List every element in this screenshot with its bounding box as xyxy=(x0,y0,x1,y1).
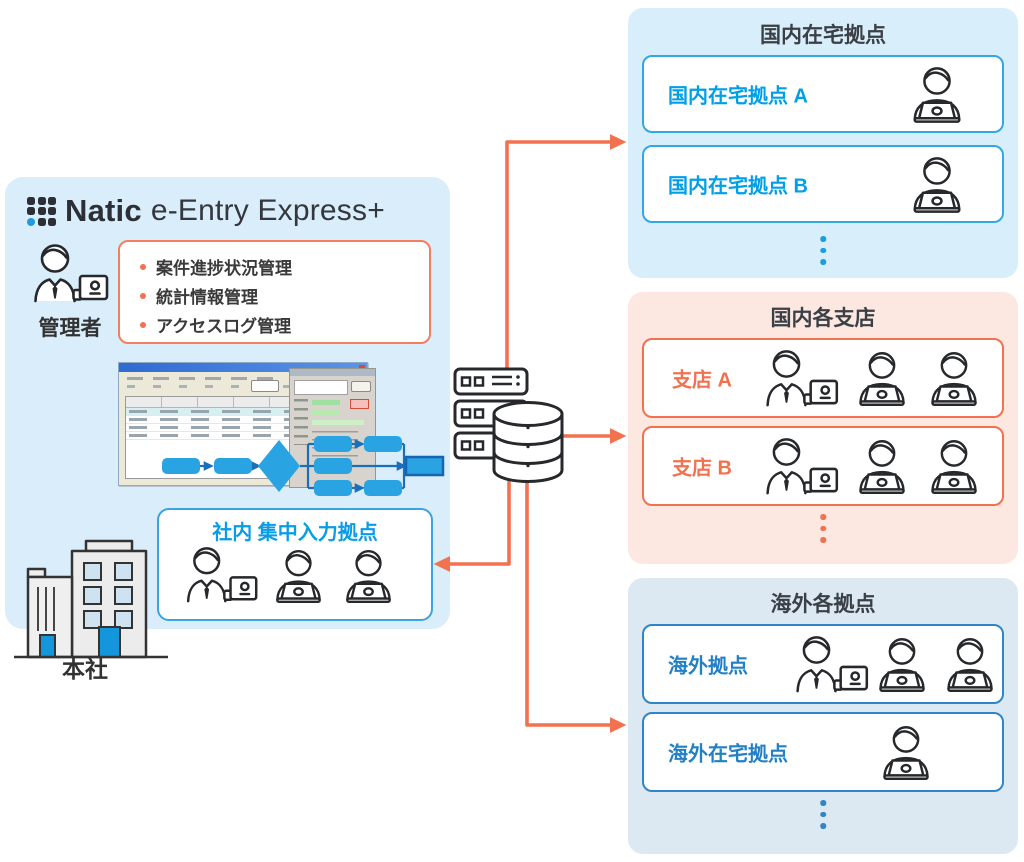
window-titlebar xyxy=(290,369,375,376)
ellipsis-dots xyxy=(820,800,826,829)
input-mock xyxy=(294,380,348,395)
brand-name: Natic xyxy=(65,193,142,228)
feature-item: 統計情報管理 xyxy=(140,281,429,310)
group-title: 海外各拠点 xyxy=(770,593,876,616)
worker-laptop-icon xyxy=(859,440,905,494)
site-box: 支店 A xyxy=(642,338,1004,418)
worker-laptop-icon xyxy=(931,440,977,494)
natic-logo-icon xyxy=(27,196,56,226)
table-row-mock xyxy=(126,408,360,416)
site-label: 国内在宅拠点 B xyxy=(668,175,808,198)
worker-laptop-icon xyxy=(346,550,391,603)
worker-desktop-icon xyxy=(766,438,839,495)
group-title: 国内各支店 xyxy=(770,307,876,330)
site-box: 海外在宅拠点 xyxy=(642,712,1004,792)
table-row-mock xyxy=(126,424,360,432)
site-box: 海外拠点 xyxy=(642,624,1004,704)
button-mock xyxy=(251,380,279,392)
building-label: 本社 xyxy=(62,656,108,682)
site-box: 国内在宅拠点 B xyxy=(642,145,1004,223)
window-titlebar xyxy=(119,363,367,372)
bullet-icon xyxy=(140,292,146,299)
worker-laptop-icon xyxy=(276,550,321,603)
admin-icon xyxy=(34,244,109,303)
site-label: 海外在宅拠点 xyxy=(668,743,788,766)
worker-laptop-icon xyxy=(931,352,977,406)
site-label: 海外拠点 xyxy=(668,655,748,678)
arrow-to-overseas xyxy=(525,474,627,733)
label-column-mock xyxy=(294,399,308,445)
hub-title: 社内 集中入力拠点 xyxy=(212,522,378,544)
feature-label: 案件進捗状況管理 xyxy=(156,259,292,278)
worker-laptop-icon xyxy=(913,157,961,213)
alert-box-mock xyxy=(350,399,369,409)
close-icon xyxy=(359,364,365,371)
worker-laptop-icon xyxy=(947,638,993,692)
group-domestic-branches: 国内各支店 支店 A 支店 B xyxy=(628,292,1018,564)
button-mock xyxy=(351,381,371,392)
ellipsis-dots xyxy=(820,236,826,265)
feature-item: アクセスログ管理 xyxy=(140,310,429,339)
bullet-icon xyxy=(140,321,146,328)
arrow-to-domestic-home xyxy=(505,134,627,370)
group-title: 国内在宅拠点 xyxy=(760,24,886,47)
feature-item: 案件進捗状況管理 xyxy=(140,252,429,281)
admin-label: 管理者 xyxy=(38,317,102,340)
table-header-mock xyxy=(126,397,360,408)
feature-label: アクセスログ管理 xyxy=(156,317,292,336)
site-box: 支店 B xyxy=(642,426,1004,506)
feature-label: 統計情報管理 xyxy=(156,288,258,307)
worker-laptop-icon xyxy=(879,638,925,692)
site-label: 支店 A xyxy=(672,369,732,392)
worker-laptop-icon xyxy=(859,352,905,406)
site-box: 国内在宅拠点 A xyxy=(642,55,1004,133)
server-database-icon xyxy=(453,367,564,484)
status-bar-mock xyxy=(312,420,364,425)
filter-row-mock xyxy=(127,385,307,388)
group-overseas: 海外各拠点 海外拠点 海外在宅拠点 xyxy=(628,578,1018,854)
bullet-icon xyxy=(140,263,146,270)
administrator: 管理者 xyxy=(28,243,112,342)
building-icon xyxy=(14,539,168,659)
brand-logo: Natic e-Entry Express+ xyxy=(27,193,385,229)
status-bar-mock xyxy=(312,410,340,415)
worker-laptop-icon xyxy=(883,726,929,780)
workflow-flowchart xyxy=(162,436,445,496)
internal-entry-hub-box: 社内 集中入力拠点 xyxy=(157,508,433,621)
product-name: e-Entry Express+ xyxy=(150,194,385,227)
site-label: 国内在宅拠点 A xyxy=(668,85,808,108)
ellipsis-dots xyxy=(820,514,826,543)
site-label: 支店 B xyxy=(672,457,732,480)
worker-desktop-icon xyxy=(186,547,258,603)
status-bar-mock xyxy=(312,400,340,405)
filter-row-mock xyxy=(127,377,277,380)
worker-desktop-icon xyxy=(766,350,839,407)
table-row-mock xyxy=(126,432,360,440)
group-domestic-home: 国内在宅拠点 国内在宅拠点 A 国内在宅拠点 B xyxy=(628,8,1018,278)
worker-laptop-icon xyxy=(913,67,961,123)
table-row-mock xyxy=(126,416,360,424)
feature-list: 案件進捗状況管理 統計情報管理 アクセスログ管理 xyxy=(118,240,431,344)
worker-desktop-icon xyxy=(796,636,869,693)
